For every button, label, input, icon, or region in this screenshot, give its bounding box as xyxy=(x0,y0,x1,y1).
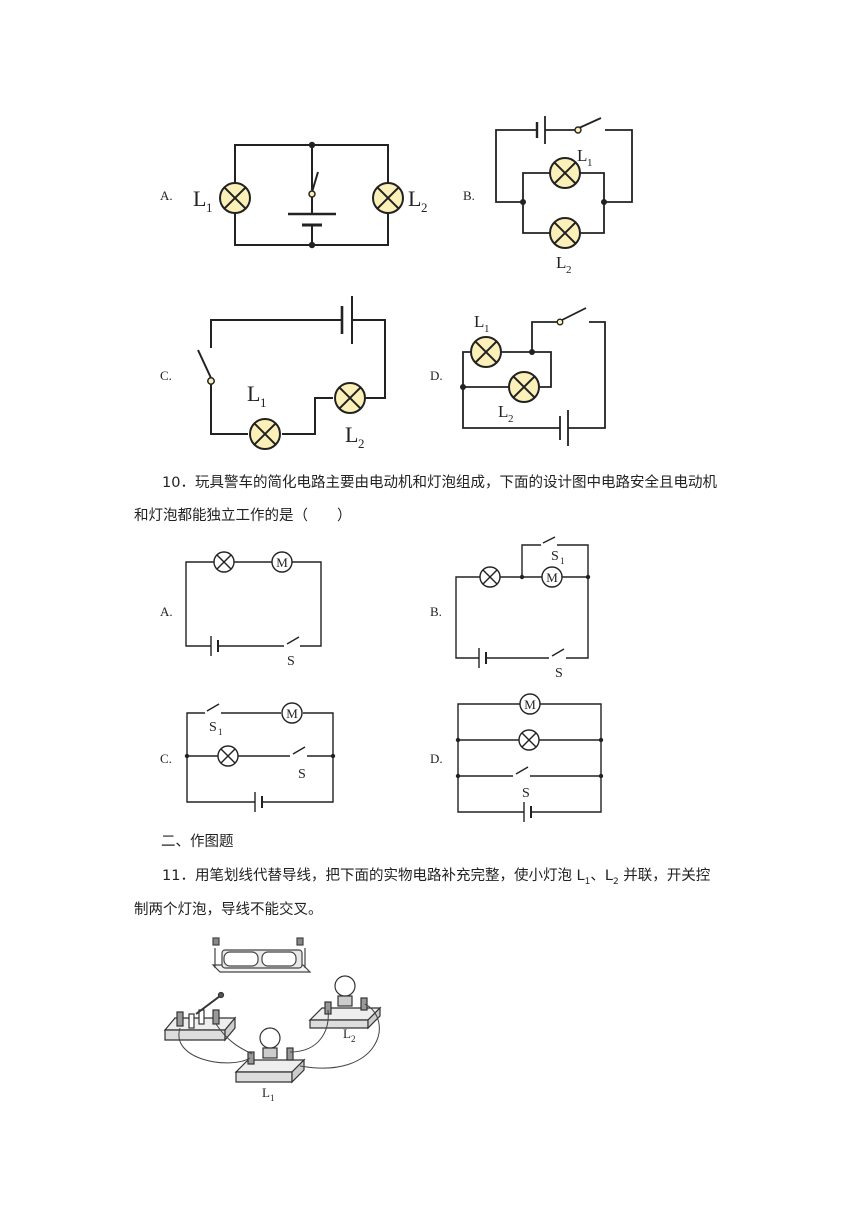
motor-label-d: M xyxy=(524,697,536,712)
option-c-label: C. xyxy=(160,368,172,383)
option-b-label: B. xyxy=(463,188,475,203)
diagram-b xyxy=(495,116,633,234)
label-l2-q11: L xyxy=(343,1026,351,1041)
diagram-c xyxy=(197,296,386,435)
q10-option-c: C. xyxy=(160,751,172,766)
svg-text:1: 1 xyxy=(260,395,267,410)
question-11-line2: 制两个灯泡，导线不能交叉。 xyxy=(134,902,323,918)
q10-diagram-a xyxy=(185,561,322,656)
section-title: 二、作图题 xyxy=(161,834,234,850)
motor-label-c: M xyxy=(286,706,298,721)
question-11-line1: 11．用笔划线代替导线，把下面的实物电路补充完整，使小灯泡 L1、L2 并联，开… xyxy=(162,868,711,887)
q11-switch-board xyxy=(163,991,237,1042)
label-l2-b: L xyxy=(556,253,566,272)
q11-bulb-l2-board xyxy=(308,975,382,1030)
svg-text:2: 2 xyxy=(351,1034,356,1044)
switch-label-b: S xyxy=(555,666,563,681)
switch-label-d: S xyxy=(522,786,530,801)
svg-text:1: 1 xyxy=(206,200,213,215)
option-d-label: D. xyxy=(430,368,443,383)
svg-text:2: 2 xyxy=(508,413,514,425)
q10-option-b: B. xyxy=(430,604,442,619)
label-l1-c: L xyxy=(247,381,260,406)
svg-text:2: 2 xyxy=(358,436,365,451)
switch-s1-label-b: S xyxy=(551,549,559,564)
q11-battery-holder xyxy=(211,937,312,973)
svg-text:1: 1 xyxy=(270,1093,275,1103)
option-a-label: A. xyxy=(160,188,173,203)
question-10-line1: 10．玩具警车的简化电路主要由电动机和灯泡组成，下面的设计图中电路安全且电动机 xyxy=(162,475,717,491)
switch-s1-label-c: S xyxy=(209,720,217,735)
svg-text:1: 1 xyxy=(484,323,490,335)
switch-label-c: S xyxy=(298,767,306,782)
svg-text:1: 1 xyxy=(218,727,223,737)
label-l1-a: L xyxy=(193,186,206,211)
switch-label-a: S xyxy=(287,654,295,669)
motor-label-a: M xyxy=(276,555,288,570)
label-l1-d: L xyxy=(474,312,484,331)
svg-text:1: 1 xyxy=(560,556,565,566)
q11-bulb-l1-board xyxy=(234,1027,306,1084)
label-l2-d: L xyxy=(498,402,508,421)
label-l1-q11: L xyxy=(262,1085,270,1100)
question-10-line2: 和灯泡都能独立工作的是（ ） xyxy=(134,508,352,524)
q11-wires xyxy=(178,1003,380,1069)
q10-option-a: A. xyxy=(160,604,173,619)
svg-text:2: 2 xyxy=(421,200,428,215)
label-l1-b: L xyxy=(577,146,587,165)
motor-label-b: M xyxy=(546,570,558,585)
svg-text:2: 2 xyxy=(566,264,572,276)
label-l2-c: L xyxy=(345,422,358,447)
svg-text:1: 1 xyxy=(587,157,593,169)
q10-option-d: D. xyxy=(430,751,443,766)
q10-diagram-b xyxy=(455,536,589,668)
label-l2-a: L xyxy=(408,186,421,211)
q10-diagram-d xyxy=(457,703,602,822)
